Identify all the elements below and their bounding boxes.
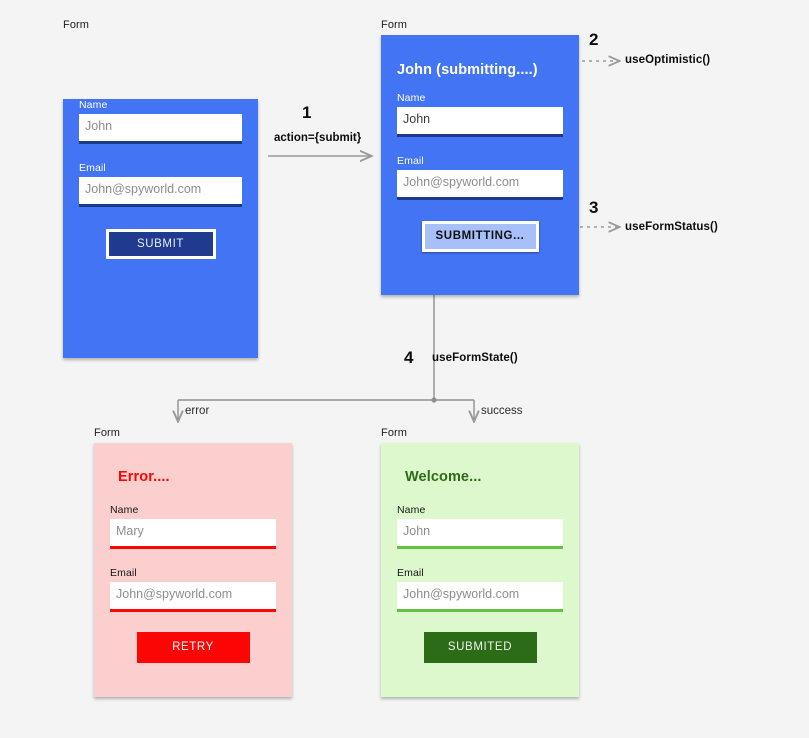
name-field-error[interactable]: Name Mary [110,504,276,549]
name-input[interactable]: John [397,107,563,134]
email-label: Email [397,567,424,579]
submited-button[interactable]: SUBMITED [423,632,537,663]
hook-label-use-optimistic: useOptimistic() [625,54,711,66]
name-input[interactable]: John [79,114,242,141]
form-card-error: Error.... Name Mary Email John@spyworld.… [94,443,292,697]
branch-label-success: success [481,405,523,417]
name-field-success[interactable]: Name John [397,504,563,549]
name-input[interactable]: Mary [110,519,276,546]
email-input[interactable]: John@spyworld.com [79,177,242,204]
name-label: Name [79,99,108,111]
name-underline [79,141,242,144]
name-input[interactable]: John [397,519,563,546]
step-number-4: 4 [404,348,414,367]
panel-caption-initial: Form [63,19,90,31]
panel-submitting-form: Form John (submitting....) Name John Ema… [381,18,579,295]
form-card-submitting: John (submitting....) Name John Email Jo… [381,35,579,295]
step-label-action-submit: action={submit} [274,132,362,144]
step-number-2: 2 [589,30,599,49]
hook-label-use-form-status: useFormStatus() [625,221,718,233]
name-field-submitting[interactable]: Name John [397,92,563,137]
panel-caption-submitting: Form [381,19,408,31]
form-card-success: Welcome... Name John Email John@spyworld… [381,443,579,697]
panel-error-form: Form Error.... Name Mary Email John@spyw… [94,426,292,697]
submit-button[interactable]: SUBMIT [105,229,216,259]
email-input[interactable]: John@spyworld.com [397,582,563,609]
name-underline [397,134,563,137]
submitting-button[interactable]: SUBMITTING... [421,221,539,252]
hook-label-use-form-state: useFormState() [432,352,518,364]
email-underline-success [397,609,563,612]
email-label: Email [79,162,106,174]
panel-initial-form: Form Name John Email John@spyworld.com S… [63,18,258,358]
email-input[interactable]: John@spyworld.com [110,582,276,609]
email-field-success[interactable]: Email John@spyworld.com [397,567,563,612]
email-input[interactable]: John@spyworld.com [397,170,563,197]
email-field-initial[interactable]: Email John@spyworld.com [79,162,242,207]
step-number-1: 1 [302,103,312,122]
email-label: Email [397,155,424,167]
form-card-initial: Name John Email John@spyworld.com SUBMIT [63,99,258,358]
panel-caption-error: Form [94,427,121,439]
name-label: Name [397,504,426,516]
email-field-submitting[interactable]: Email John@spyworld.com [397,155,563,200]
branch-label-error: error [185,405,210,417]
panel-success-form: Form Welcome... Name John Email John@spy… [381,426,579,697]
error-heading: Error.... [118,469,170,485]
name-field-initial[interactable]: Name John [79,99,242,144]
email-label: Email [110,567,137,579]
panel-caption-success: Form [381,427,408,439]
email-underline [79,204,242,207]
email-underline [397,197,563,200]
name-label: Name [110,504,139,516]
optimistic-heading: John (submitting....) [397,62,538,78]
email-field-error[interactable]: Email John@spyworld.com [110,567,276,612]
email-underline-error [110,609,276,612]
welcome-heading: Welcome... [405,469,482,485]
name-label: Name [397,92,426,104]
step-number-3: 3 [589,198,599,217]
name-underline-success [397,546,563,549]
name-underline-error [110,546,276,549]
retry-button[interactable]: RETRY [136,632,250,663]
